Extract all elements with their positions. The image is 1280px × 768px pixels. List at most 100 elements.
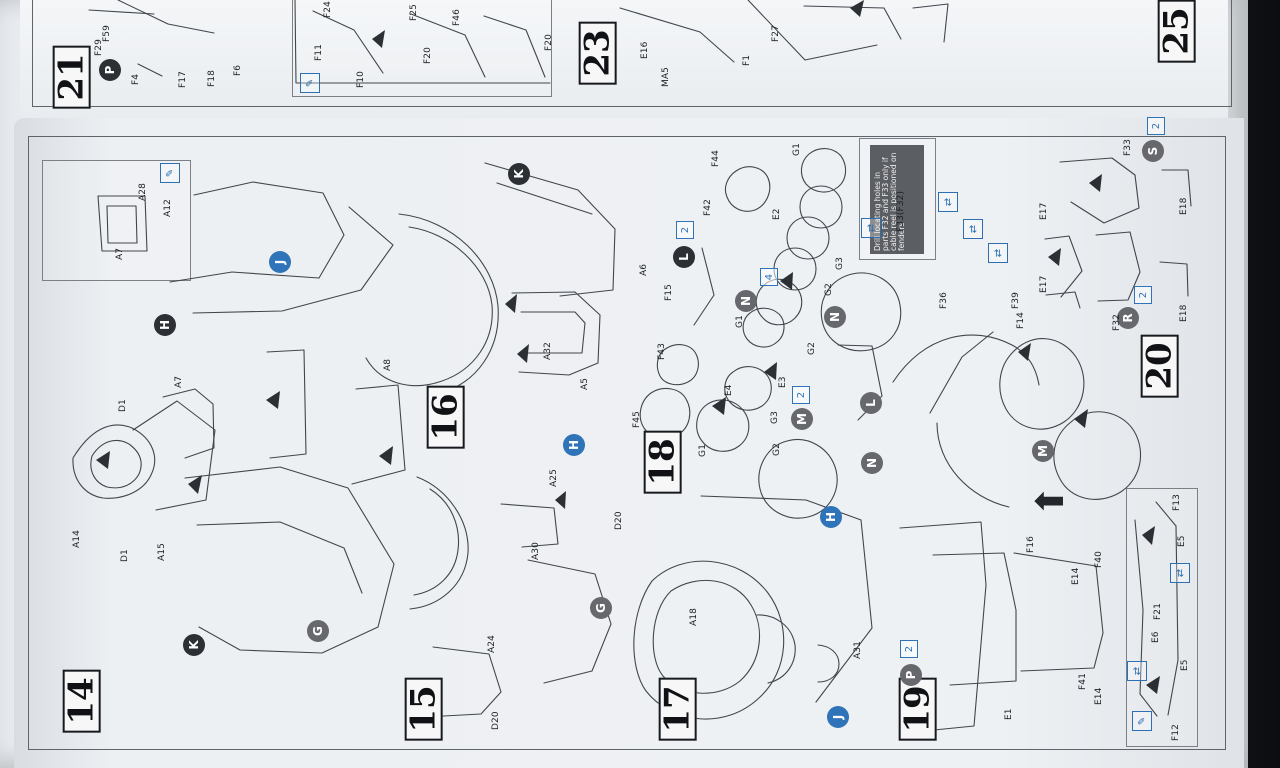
part-label: F29 xyxy=(94,39,104,56)
part-label: A24 xyxy=(487,635,497,653)
part-label: F18 xyxy=(207,70,217,87)
part-label: F33 xyxy=(1123,139,1133,156)
part-label: A7 xyxy=(174,375,184,388)
part-label: E4 xyxy=(724,384,734,396)
part-label: A18 xyxy=(689,608,699,626)
marker-j-top: J xyxy=(269,251,291,273)
part-label: F45 xyxy=(632,411,642,428)
flip-icon: ⇄ xyxy=(861,218,881,238)
part-label: E16 xyxy=(640,41,650,59)
marker-l-main: L xyxy=(673,246,695,268)
part-label: G3 xyxy=(770,411,780,424)
marker-k-upper: K xyxy=(508,163,530,185)
assembly-note-card: Drill locating holes in parts F32 and F3… xyxy=(870,145,924,254)
marker-p-top: P xyxy=(99,59,121,81)
paint-icon: ✎ xyxy=(160,163,180,183)
marker-n-low: N xyxy=(861,452,883,474)
part-label: E14 xyxy=(1071,567,1081,585)
step-16-label: 16 xyxy=(426,385,466,449)
part-label: F40 xyxy=(1094,551,1104,568)
step-23-label: 23 xyxy=(578,21,618,85)
part-label: E17 xyxy=(1039,275,1049,293)
part-label: F42 xyxy=(703,199,713,216)
marker-k-main: K xyxy=(183,634,205,656)
part-label: A8 xyxy=(383,358,393,371)
part-label: F12 xyxy=(1171,724,1181,741)
marker-m-a: M xyxy=(791,408,813,430)
part-label: G1 xyxy=(698,444,708,457)
step-25-label: 25 xyxy=(1157,0,1197,63)
qty-badge-n: 4 xyxy=(760,268,778,286)
qty-badge-m: 2 xyxy=(792,386,810,404)
marker-l-low: L xyxy=(860,392,882,414)
part-label: F25 xyxy=(409,4,419,21)
part-label: F10 xyxy=(356,71,366,88)
part-label: F1 xyxy=(742,54,752,66)
part-label: E2 xyxy=(772,208,782,220)
step-17-label: 17 xyxy=(658,677,698,741)
paint-icon: ✎ xyxy=(300,73,320,93)
marker-j-low: J xyxy=(827,706,849,728)
part-label: F14 xyxy=(1016,312,1026,329)
qty-badge-s: 2 xyxy=(1147,117,1165,135)
main-frame xyxy=(28,136,1226,750)
flip-icon: ⇄ xyxy=(963,219,983,239)
marker-m-low: M xyxy=(1032,440,1054,462)
step-20-label: 20 xyxy=(1140,334,1180,398)
part-label: A15 xyxy=(157,543,167,561)
marker-g-mid: G xyxy=(590,597,612,619)
part-label: F4 xyxy=(131,73,141,85)
flip-icon: ⇄ xyxy=(1170,563,1190,583)
qty-badge-l: 2 xyxy=(676,221,694,239)
step-14-label: 14 xyxy=(62,669,102,733)
part-label: F41 xyxy=(1078,673,1088,690)
part-label: F44 xyxy=(711,150,721,167)
part-label: F21 xyxy=(1153,603,1163,620)
part-label: A28 xyxy=(138,183,148,201)
part-label: D20 xyxy=(491,711,501,730)
step-19-label: 19 xyxy=(898,677,938,741)
part-label: F33(F32) xyxy=(896,190,906,232)
direction-arrow: ⬆ xyxy=(1028,485,1072,517)
marker-n-b: N xyxy=(824,306,846,328)
step-15-label: 15 xyxy=(404,677,444,741)
detail-box-upper xyxy=(292,0,552,97)
step-18-label: 18 xyxy=(643,430,683,494)
part-label: F46 xyxy=(452,9,462,26)
flip-icon: ⇄ xyxy=(988,243,1008,263)
part-label: G3 xyxy=(835,257,845,270)
part-label: D20 xyxy=(614,511,624,530)
part-label: G2 xyxy=(807,342,817,355)
part-label: E1 xyxy=(1004,708,1014,720)
upper-sheet xyxy=(20,0,1228,124)
part-label: F32 xyxy=(1112,314,1122,331)
marker-s-main: S xyxy=(1142,140,1164,162)
part-label: G1 xyxy=(792,143,802,156)
marker-h-main: H xyxy=(154,314,176,336)
part-label: F20 xyxy=(423,47,433,64)
paint-icon: ✎ xyxy=(1132,711,1152,731)
part-label: G2 xyxy=(772,443,782,456)
part-label: A14 xyxy=(72,530,82,548)
part-label: D1 xyxy=(120,549,130,562)
part-label: E3 xyxy=(778,376,788,388)
flip-icon: ⇄ xyxy=(938,192,958,212)
part-label: D1 xyxy=(118,399,128,412)
marker-n-a: N xyxy=(735,290,757,312)
step-21-label: 21 xyxy=(52,45,92,109)
flip-icon: ⇄ xyxy=(1127,661,1147,681)
part-label: F15 xyxy=(664,284,674,301)
detail-box-bottom-right xyxy=(1126,488,1198,747)
part-label: F36 xyxy=(939,292,949,309)
part-label: F20 xyxy=(544,34,554,51)
marker-p-low: P xyxy=(900,664,922,686)
part-label: A5 xyxy=(580,377,590,390)
part-label: A31 xyxy=(853,641,863,659)
part-label: F6 xyxy=(233,64,243,76)
marker-h-mid: H xyxy=(563,434,585,456)
qty-badge-p: 2 xyxy=(900,640,918,658)
part-label: E5 xyxy=(1180,659,1190,671)
part-label: E14 xyxy=(1094,687,1104,705)
